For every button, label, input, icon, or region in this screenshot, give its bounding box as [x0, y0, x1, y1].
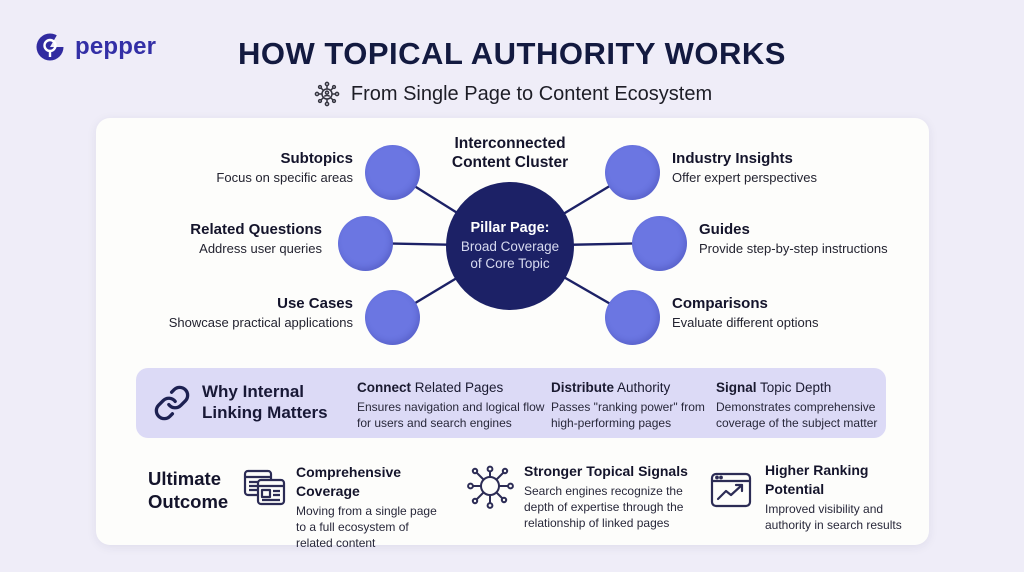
- outcome-item-title: Stronger Topical Signals: [524, 463, 688, 479]
- cluster-heading: Interconnected Content Cluster: [451, 135, 569, 171]
- outcome-item-higher-ranking-potential: Higher Ranking Potential Improved visibi…: [765, 461, 905, 533]
- node-desc: Address user queries: [199, 241, 322, 256]
- linking-heading: Why Internal Linking Matters: [202, 381, 352, 424]
- linking-item-title: Signal Topic Depth: [716, 379, 896, 397]
- node-label-subtopics: Subtopics Focus on specific areas: [121, 148, 353, 187]
- pillar-page-hub: Pillar Page: Broad Coverage of Core Topi…: [446, 182, 574, 310]
- network-people-icon: [312, 79, 342, 109]
- outcome-item-desc: Search engines recognize the depth of ex…: [524, 483, 684, 531]
- topical-network-icon: [464, 461, 518, 515]
- node-title: Industry Insights: [672, 150, 793, 167]
- node-desc: Focus on specific areas: [216, 170, 353, 185]
- linking-item-rest: Related Pages: [411, 380, 504, 395]
- linking-item-rest: Topic Depth: [756, 380, 832, 395]
- linking-item-title: Distribute Authority: [551, 379, 723, 397]
- linking-item-desc: Passes "ranking power" from high-perform…: [551, 400, 705, 431]
- linking-item-title: Connect Related Pages: [357, 379, 549, 397]
- node-circle-guides: [632, 216, 687, 271]
- node-desc: Offer expert perspectives: [672, 170, 817, 185]
- page-subtitle-row: From Single Page to Content Ecosystem: [0, 79, 1024, 109]
- outcome-item-title: Higher Ranking Potential: [765, 462, 869, 497]
- node-desc: Showcase practical applications: [168, 315, 353, 330]
- hub-line1: Broad Coverage: [460, 238, 560, 254]
- node-title: Use Cases: [277, 295, 353, 312]
- outcome-item-comprehensive-coverage: Comprehensive Coverage Moving from a sin…: [296, 463, 454, 551]
- node-label-guides: Guides Provide step-by-step instructions: [699, 219, 939, 258]
- outcome-item-title: Comprehensive Coverage: [296, 464, 402, 499]
- node-desc: Provide step-by-step instructions: [699, 241, 888, 256]
- node-circle-use-cases: [365, 290, 420, 345]
- hub-title: Pillar Page:: [470, 220, 550, 237]
- linking-item-keyword: Distribute: [551, 380, 615, 395]
- page-title: HOW TOPICAL AUTHORITY WORKS: [238, 36, 786, 71]
- node-title: Related Questions: [190, 221, 322, 238]
- ranking-chart-icon: [707, 466, 755, 514]
- outcome-heading: Ultimate Outcome: [148, 467, 278, 513]
- linking-item-desc: Ensures navigation and logical flow for …: [357, 400, 545, 431]
- pepper-logo: pepper: [34, 30, 156, 64]
- pepper-logo-icon: [34, 30, 68, 64]
- linking-item-distribute: Distribute Authority Passes "ranking pow…: [551, 379, 723, 432]
- linking-item-rest: Authority: [614, 380, 671, 395]
- outcome-item-desc: Improved visibility and authority in sea…: [765, 501, 902, 532]
- hub-line2: of Core Topic: [470, 256, 550, 272]
- node-circle-comparisons: [605, 290, 660, 345]
- pepper-wordmark: pepper: [75, 33, 157, 60]
- node-circle-related-questions: [338, 216, 393, 271]
- linking-item-signal: Signal Topic Depth Demonstrates comprehe…: [716, 379, 896, 432]
- node-circle-industry-insights: [605, 145, 660, 200]
- linking-item-keyword: Connect: [357, 380, 411, 395]
- outcome-heading-line1: Ultimate: [148, 468, 221, 489]
- link-icon: [153, 384, 191, 422]
- node-title: Subtopics: [280, 150, 353, 167]
- node-label-use-cases: Use Cases Showcase practical application…: [121, 293, 353, 332]
- outcome-item-desc: Moving from a single page to a full ecos…: [296, 503, 437, 551]
- linking-heading-line1: Why Internal: [202, 382, 305, 401]
- node-title: Guides: [699, 221, 750, 238]
- linking-item-keyword: Signal: [716, 380, 757, 395]
- node-desc: Evaluate different options: [672, 315, 819, 330]
- linking-heading-line2: Linking Matters: [202, 403, 328, 423]
- linking-item-desc: Demonstrates comprehensive coverage of t…: [716, 400, 878, 431]
- node-label-related-questions: Related Questions Address user queries: [90, 219, 322, 258]
- page-subtitle: From Single Page to Content Ecosystem: [350, 82, 713, 105]
- internal-linking-band: Why Internal Linking Matters Connect Rel…: [136, 368, 886, 438]
- linking-item-connect: Connect Related Pages Ensures navigation…: [357, 379, 549, 432]
- pages-icon: [238, 463, 290, 515]
- outcome-item-stronger-topical-signals: Stronger Topical Signals Search engines …: [524, 462, 702, 531]
- node-label-comparisons: Comparisons Evaluate different options: [672, 293, 912, 332]
- node-title: Comparisons: [672, 295, 768, 312]
- outcome-heading-line2: Outcome: [148, 491, 229, 513]
- node-label-industry-insights: Industry Insights Offer expert perspecti…: [672, 148, 912, 187]
- node-circle-subtopics: [365, 145, 420, 200]
